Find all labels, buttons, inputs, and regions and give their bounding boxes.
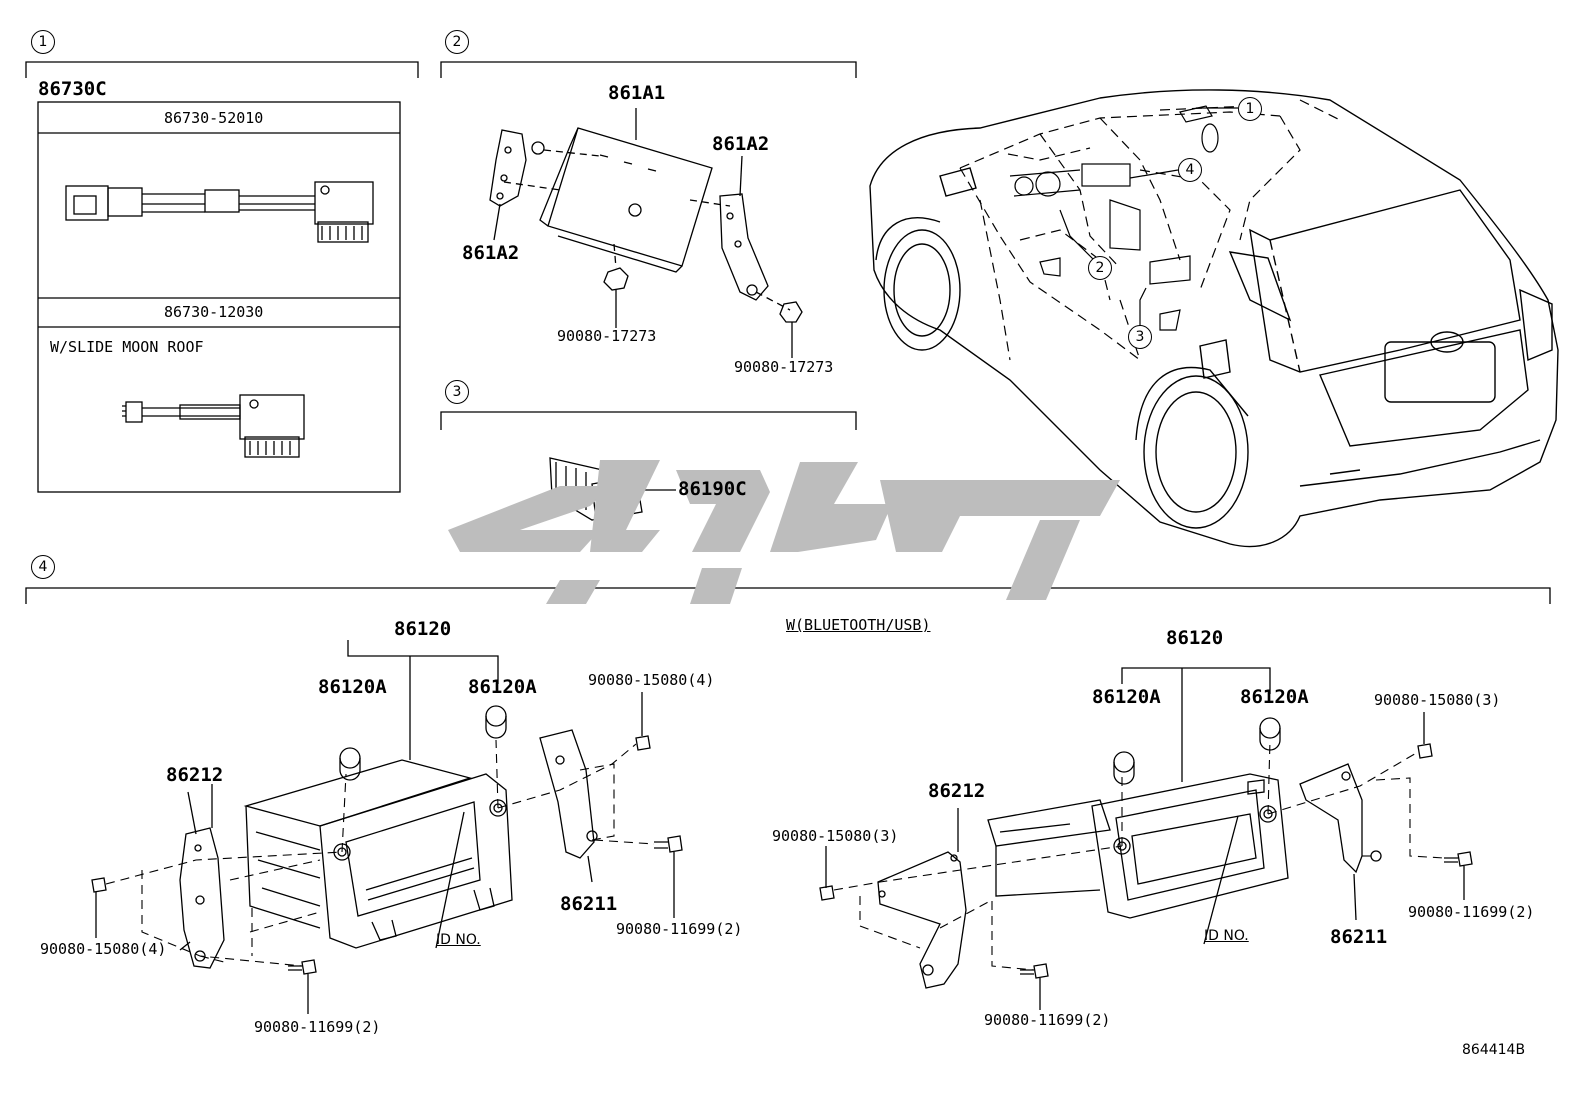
part-86730C: 86730C [38,78,107,100]
part-86120A-left-b: 86120A [468,676,537,698]
part-86190C: 86190C [678,478,747,500]
part-90080-11699-2-right-b: 90080-11699(2) [1408,903,1535,921]
part-86211-right: 86211 [1330,926,1388,948]
radio-right-hidden [833,739,1445,971]
diagram-code: 864414B [1462,1042,1526,1058]
variant-bluetooth-usb: W(BLUETOOTH/USB) [786,616,931,634]
part-86730-52010: 86730-52010 [164,109,264,127]
part-90080-17273-a: 90080-17273 [557,327,657,345]
part-90080-11699-2-bottom: 90080-11699(2) [254,1018,381,1036]
part-90080-11699-2-bottom-b: 90080-11699(2) [984,1011,1111,1029]
watermark-logo [448,460,1120,604]
part-86120A-right-a: 86120A [1092,686,1161,708]
vehicle-callout-1: 1 [1238,97,1262,121]
radio-left-drawing [91,640,683,1014]
part-86120-left: 86120 [394,618,452,640]
radio-right-drawing [819,667,1473,1010]
part-86120A-left-a: 86120A [318,676,387,698]
vehicle-callout-4: 4 [1178,158,1202,182]
vehicle-hidden-lines [959,99,1341,361]
vehicle-interior [1009,105,1219,331]
vehicle-drawing [869,89,1559,548]
part-90080-11699-2-right: 90080-11699(2) [616,920,743,938]
vehicle-callout-leaders [1059,107,1238,330]
vehicle-callout-2: 2 [1088,256,1112,280]
connector-harness-12030 [122,394,305,458]
part-861A2-right: 861A2 [712,133,770,155]
section-2-marker: 2 [445,30,469,54]
connector-harness-52010 [65,181,374,243]
part-861A1: 861A1 [608,82,666,104]
section-3-marker: 3 [445,380,469,404]
part-86120-right: 86120 [1166,627,1224,649]
part-90080-15080-4-left: 90080-15080(4) [40,940,167,958]
part-86212-right: 86212 [928,780,986,802]
id-no-label-right: ID NO. [1204,928,1249,944]
part-90080-15080-3-top: 90080-15080(3) [1374,691,1501,709]
part-90080-15080-4-top: 90080-15080(4) [588,671,715,689]
id-no-label-left: ID NO. [436,932,481,948]
part-86211-left: 86211 [560,893,618,915]
part-86120A-right-b: 86120A [1240,686,1309,708]
section-1-drawing [25,61,419,493]
part-90080-15080-3-left: 90080-15080(3) [772,827,899,845]
section-2-drawing [440,61,857,358]
part-86212-left: 86212 [166,764,224,786]
part-861A2-left: 861A2 [462,242,520,264]
vehicle-callout-3: 3 [1128,325,1152,349]
section-4-marker: 4 [31,555,55,579]
section-4-frame [25,587,1551,604]
part-86730-12030: 86730-12030 [164,303,264,321]
part-90080-17273-b: 90080-17273 [734,358,834,376]
radio-left-hidden [105,739,655,967]
section-1-marker: 1 [31,30,55,54]
note-slide-moon-roof: W/SLIDE MOON ROOF [50,338,204,356]
